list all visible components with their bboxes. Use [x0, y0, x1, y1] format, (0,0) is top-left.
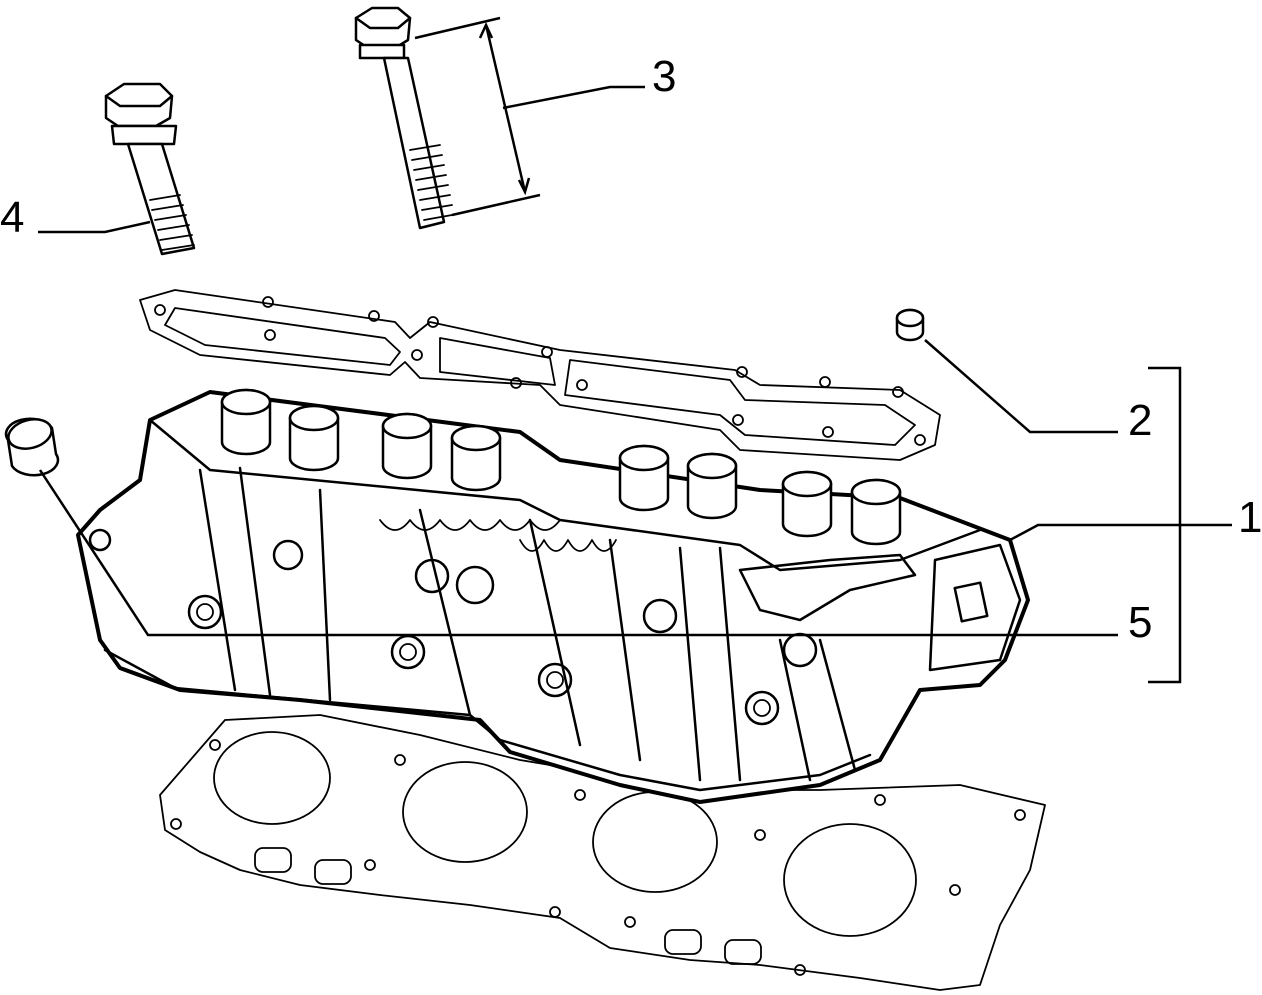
tappet	[781, 470, 833, 538]
tappet	[220, 388, 272, 456]
tappet	[618, 444, 670, 512]
tappet	[288, 404, 340, 472]
cam-cover-gasket	[139, 289, 941, 461]
callout-3: 3	[652, 52, 677, 101]
small-plug	[895, 308, 925, 342]
tappet-row	[220, 388, 902, 546]
tappet	[381, 412, 433, 480]
leader-5	[38, 469, 1118, 637]
callout-2: 2	[1128, 396, 1153, 445]
short-head-bolt	[104, 82, 196, 256]
tappet	[686, 452, 738, 520]
callout-1: 1	[1238, 493, 1262, 542]
tappet	[850, 478, 902, 546]
tappet	[450, 424, 502, 492]
leader-4	[38, 220, 151, 234]
callout-5: 5	[1128, 598, 1153, 647]
callout-4: 4	[0, 193, 25, 242]
leader-lines	[38, 85, 1232, 684]
assembly-bracket	[1148, 366, 1182, 684]
leader-2	[924, 339, 1118, 434]
leader-1	[1009, 523, 1232, 542]
long-head-bolt	[354, 6, 453, 230]
expansion-plug	[4, 417, 60, 477]
leader-3	[502, 85, 645, 110]
